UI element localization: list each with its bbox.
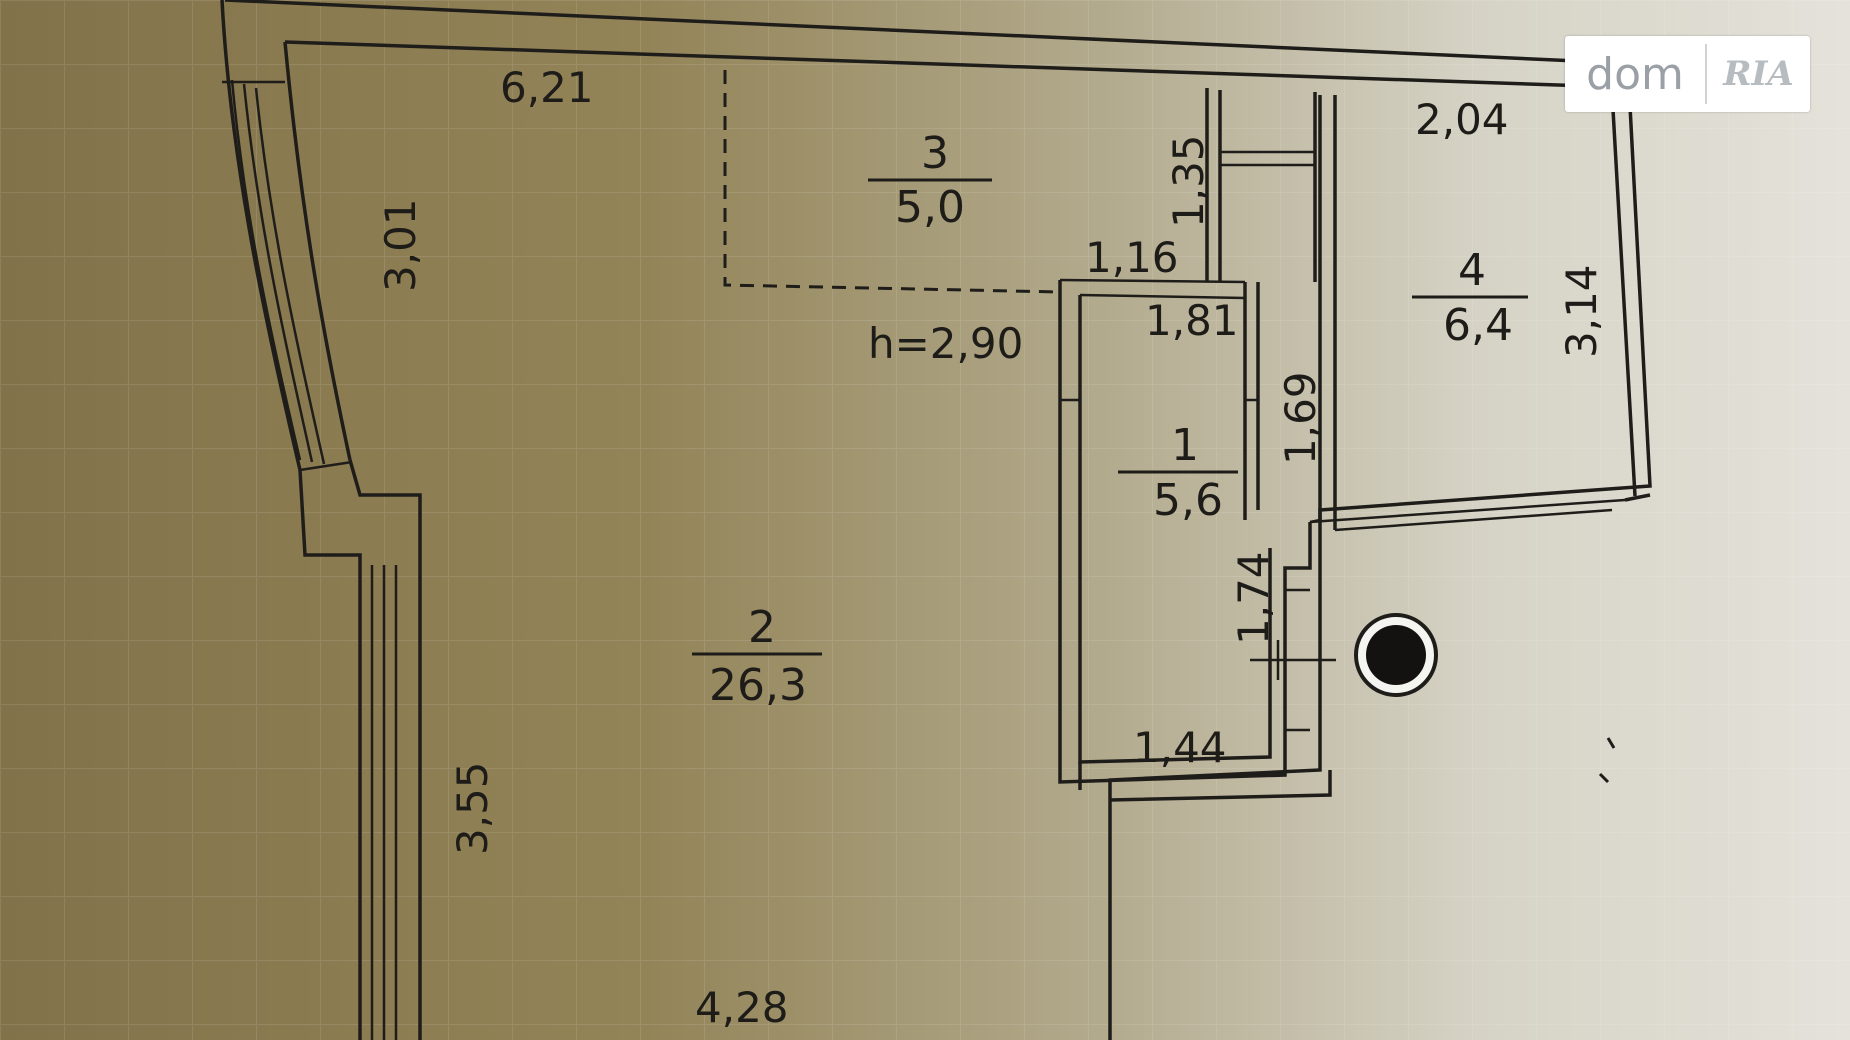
interior-walls	[1058, 88, 1651, 802]
dim-1-74: 1,74	[1229, 551, 1278, 645]
dim-3-55: 3,55	[448, 761, 497, 855]
dim-4-28: 4,28	[695, 983, 789, 1032]
room-4-area: 6,4	[1443, 300, 1513, 351]
logo-divider	[1705, 44, 1707, 104]
room-3-number: 3	[921, 128, 949, 179]
dim-2-04: 2,04	[1415, 95, 1509, 144]
riser-core	[1366, 625, 1426, 685]
ceiling-height-label: h=2,90	[868, 319, 1023, 368]
room-3-label: 3 5,0	[868, 128, 992, 233]
room-2-number: 2	[748, 602, 776, 653]
room-1-number: 1	[1171, 420, 1199, 471]
logo-brand-ria: RIA	[1723, 54, 1794, 94]
pencil-mark	[1598, 737, 1616, 784]
room-3-area: 5,0	[895, 182, 965, 233]
dim-1-16: 1,16	[1085, 233, 1179, 282]
dim-1-81: 1,81	[1145, 296, 1239, 345]
dim-3-01: 3,01	[376, 198, 425, 292]
room-4-label: 4 6,4	[1412, 245, 1528, 351]
room-1-label: 1 5,6	[1118, 420, 1238, 526]
room-2-area: 26,3	[709, 660, 807, 711]
dim-1-69: 1,69	[1276, 371, 1325, 465]
room-3-boundary	[723, 70, 1061, 294]
room-4-number: 4	[1458, 245, 1486, 296]
dim-3-14: 3,14	[1557, 264, 1606, 358]
domria-logo[interactable]: dom RIA	[1565, 36, 1810, 112]
room-1-area: 5,6	[1153, 475, 1223, 526]
dim-6-21: 6,21	[500, 63, 594, 112]
dim-1-35: 1,35	[1164, 134, 1213, 228]
logo-brand-dom: dom	[1586, 48, 1684, 100]
dim-1-44: 1,44	[1133, 723, 1227, 772]
room-2-label: 2 26,3	[692, 602, 822, 711]
